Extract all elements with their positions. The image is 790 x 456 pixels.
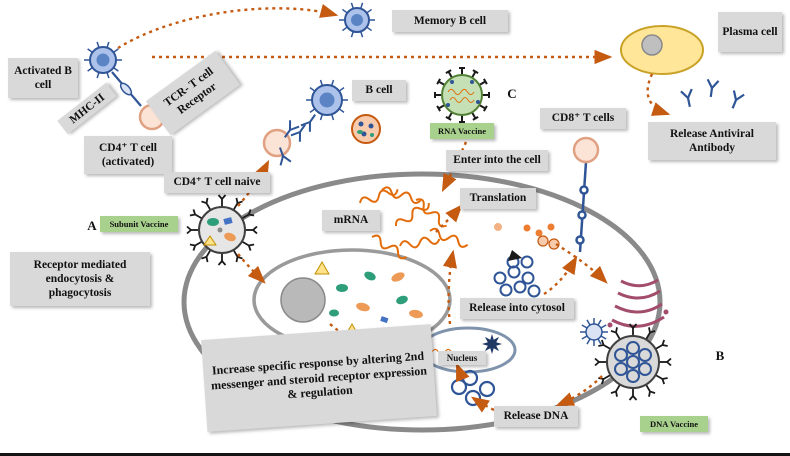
- increase-response-label: Increase specific response by altering 2…: [201, 324, 437, 432]
- arrow-dnavaccine-to-release: [555, 375, 603, 407]
- spiky-protein-particle: [579, 317, 609, 347]
- nucleus-label: Nucleus: [438, 351, 486, 365]
- engulfed-virus-particle: [351, 114, 381, 144]
- activated-b-cell-shape: [83, 41, 142, 107]
- translation-label: Translation: [460, 188, 536, 209]
- arrow-translation-to-golgi: [555, 242, 608, 284]
- black-triangle: [508, 250, 522, 261]
- dna-vaccine-particle: [594, 323, 672, 401]
- arrow-dna-rings-to-nucleus: [455, 362, 470, 383]
- marker-b: B: [715, 348, 725, 364]
- arrow-release-to-dna-rings: [471, 396, 495, 413]
- plasma-cell-shape: [620, 25, 704, 75]
- arrow-rings-to-receptor: [543, 255, 578, 296]
- nucleus-shape: [419, 326, 517, 374]
- release-into-cytosol-label: Release into cytosol: [460, 298, 574, 319]
- rna-vaccine-particle: [434, 67, 490, 123]
- dna-vaccine-label: DNA Vaccine: [640, 416, 708, 432]
- transcription-starburst: [482, 334, 502, 354]
- memory-b-cell-label: Memory B cell: [392, 10, 508, 32]
- subunit-vaccine-label: Subunit Vaccine: [100, 216, 178, 232]
- marker-a: A: [87, 218, 97, 234]
- arrow-plasma-to-antibody: [646, 73, 671, 116]
- receptor-endocytosis-label: Receptor mediated endocytosis & phagocyt…: [10, 252, 150, 306]
- ribosome-beads: [494, 223, 560, 261]
- cd4-activated-label: CD4⁺ T cell (activated): [84, 136, 172, 174]
- memory-b-cell-shape: [338, 2, 376, 38]
- mrna-label: mRNA: [322, 210, 380, 231]
- arrow-nucleus-to-mrna: [442, 249, 458, 325]
- b-cell-label: B cell: [352, 80, 406, 101]
- plasma-cell-label: Plasma cell: [718, 12, 782, 52]
- release-antiviral-antibody-label: Release Antiviral Antibody: [648, 122, 776, 160]
- antibody-icons: [679, 78, 746, 112]
- golgi-icon: [607, 278, 669, 328]
- cd8-t-cells-label: CD8⁺ T cells: [540, 108, 626, 129]
- arrow-subunit-to-endosome: [237, 253, 266, 284]
- enter-into-cell-label: Enter into the cell: [446, 150, 548, 171]
- cd8-t-cell-shape: [572, 136, 600, 164]
- cd4-naive-t-cell-shape: [262, 119, 301, 167]
- cd8-receptor-stalk: [575, 161, 589, 253]
- release-dna-label: Release DNA: [494, 406, 578, 427]
- subunit-vaccine-particle: [186, 194, 258, 266]
- cd4-naive-label: CD4⁺ T cell naive: [164, 172, 270, 193]
- flow-arrows: [117, 4, 671, 413]
- arrow-to-memory-b-cell: [117, 4, 339, 50]
- activated-b-cell-label: Activated B cell: [8, 58, 78, 98]
- marker-c: C: [507, 86, 517, 102]
- rna-vaccine-label: RNA Vaccine: [430, 123, 494, 139]
- b-cell-shape: [289, 79, 349, 143]
